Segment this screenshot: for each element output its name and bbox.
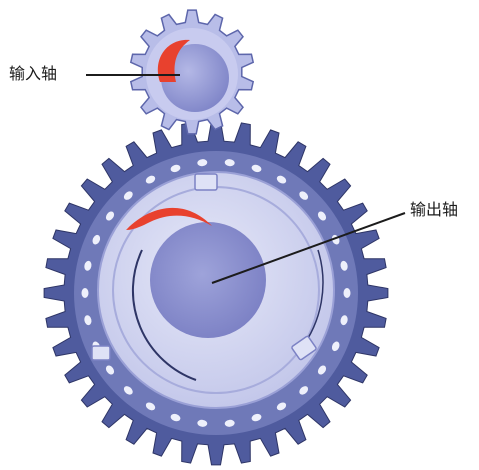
large-gear: [44, 121, 388, 465]
output-shaft-hub: [150, 222, 266, 338]
gear-web-hole: [344, 288, 351, 298]
ring-lug-left: [92, 346, 110, 360]
ring-lug-top: [195, 174, 217, 190]
output-shaft-label: 输出轴: [410, 200, 458, 220]
gear-web-hole: [82, 288, 89, 298]
small-gear: [131, 10, 253, 134]
input-shaft-label: 输入轴: [9, 64, 57, 84]
